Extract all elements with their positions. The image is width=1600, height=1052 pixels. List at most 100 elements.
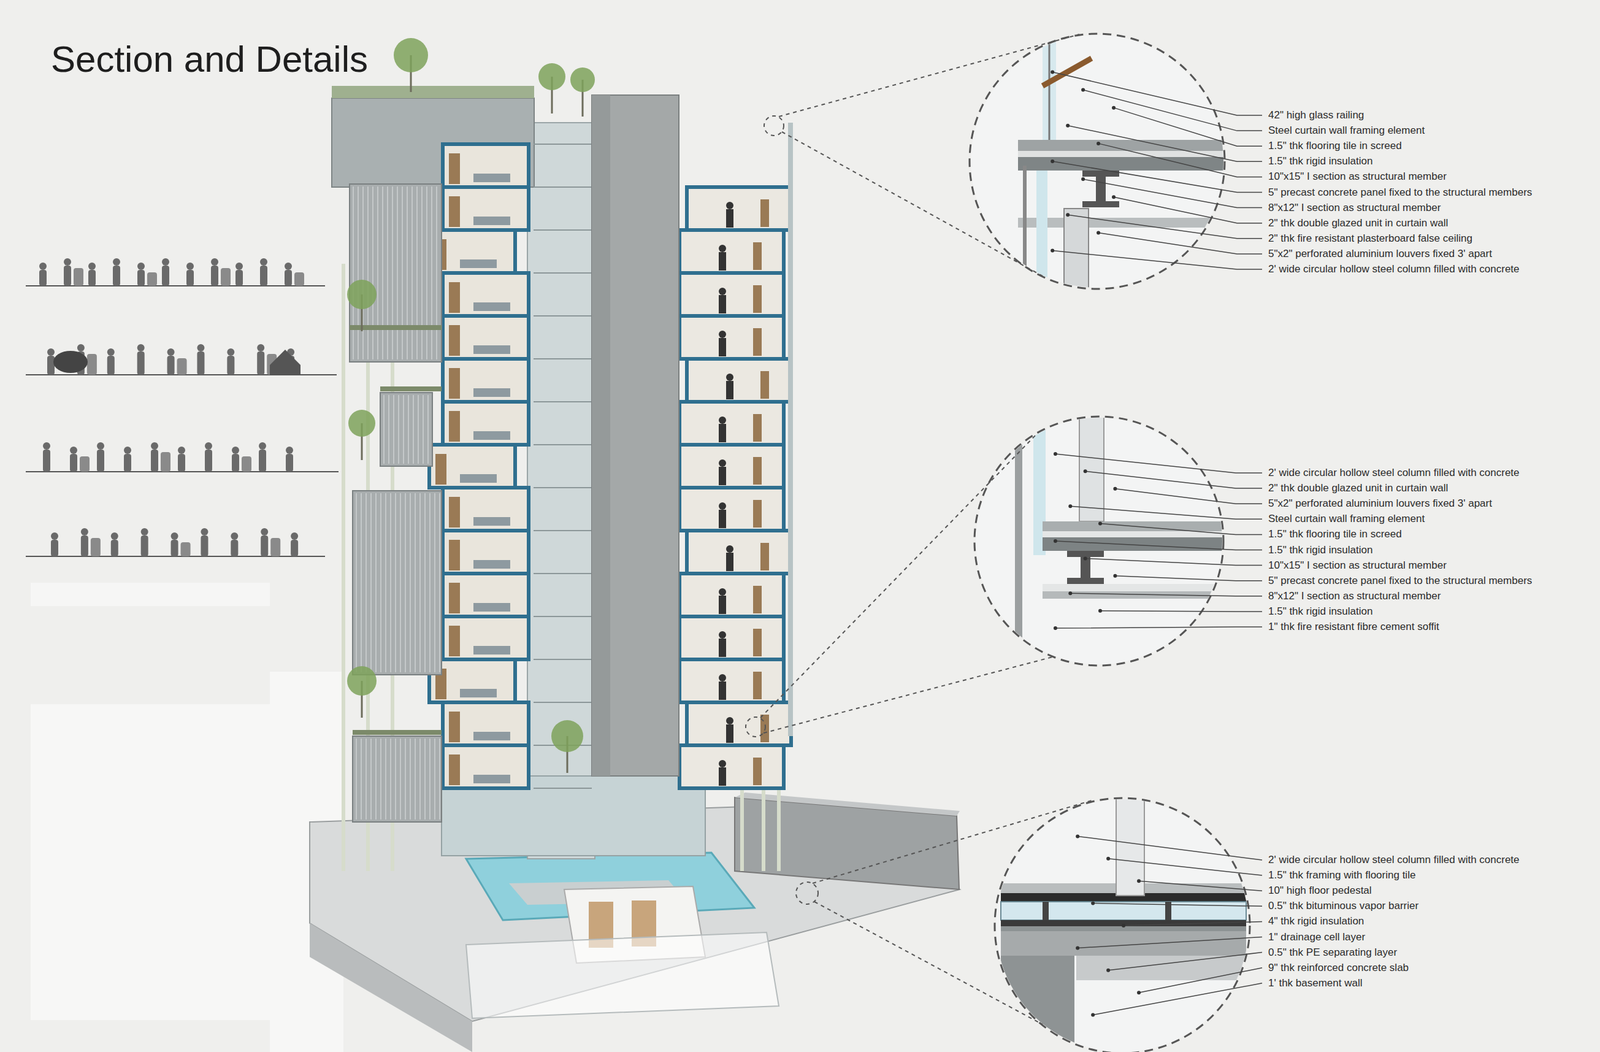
door: [760, 542, 770, 571]
callout-label: 1.5" thk rigid insulation: [1268, 155, 1373, 168]
door: [448, 196, 460, 227]
apartment-frame: [442, 702, 529, 746]
leader-dot: [1068, 504, 1072, 508]
person-body: [260, 535, 268, 557]
leader-line: [1100, 610, 1263, 612]
person-head: [171, 532, 179, 540]
door: [448, 496, 460, 528]
leader-line: [1052, 71, 1263, 116]
callout-label: 0.5" thk PE separating layer: [1268, 946, 1398, 959]
louver: [355, 738, 357, 820]
louver: [365, 493, 367, 673]
apartment-frame: [442, 530, 529, 574]
callout-label: 0.5" thk bituminous vapor barrier: [1268, 899, 1419, 912]
person-head: [137, 262, 145, 270]
louver: [360, 493, 362, 673]
louver: [416, 186, 418, 360]
apartment-frame: [686, 702, 792, 746]
door: [753, 285, 762, 313]
leader-dot: [1083, 469, 1088, 473]
callout-label: 42" high glass railing: [1268, 109, 1364, 122]
person: [718, 595, 727, 614]
apartment-frame: [442, 315, 529, 359]
person-head: [196, 344, 205, 352]
leader-dot: [1096, 141, 1101, 146]
door: [753, 328, 762, 356]
person-body: [123, 453, 132, 472]
floor-line: [533, 787, 592, 789]
louver: [434, 493, 436, 673]
door: [760, 371, 770, 399]
leader-dot: [1090, 1013, 1095, 1017]
apartment-frame: [442, 616, 529, 660]
leader-line: [1098, 232, 1263, 254]
louver: [419, 493, 421, 673]
terrace: [380, 386, 442, 392]
person-body: [107, 355, 115, 375]
person-head: [80, 528, 89, 536]
person-body: [285, 453, 294, 472]
person-body: [141, 535, 149, 557]
furniture: [473, 602, 511, 612]
leader-dot: [1111, 106, 1116, 110]
callout-label: 9" thk reinforced concrete slab: [1268, 961, 1409, 974]
louver: [385, 738, 387, 820]
person: [718, 294, 727, 314]
floor-line: [533, 272, 592, 274]
leader-dot: [1050, 69, 1055, 74]
person-body: [47, 355, 55, 375]
louver: [394, 738, 397, 820]
apartment-frame: [442, 187, 529, 230]
callout-label: 2" thk double glazed unit in curtain wal…: [1268, 217, 1448, 230]
leader-line: [1055, 626, 1263, 628]
louver: [370, 493, 372, 673]
detail-circle: [969, 33, 1225, 289]
person-body: [177, 358, 188, 375]
louver: [436, 186, 438, 360]
furniture: [473, 559, 511, 569]
leader-dot: [1081, 177, 1085, 181]
person-head: [63, 258, 72, 266]
louver: [407, 394, 410, 464]
floor-line: [533, 401, 592, 403]
door: [448, 410, 460, 442]
column: [341, 263, 346, 871]
louver: [372, 186, 374, 360]
furniture: [459, 474, 497, 483]
person-head: [204, 442, 213, 450]
door: [448, 153, 460, 184]
paper-patch: [30, 704, 270, 1020]
louver: [414, 493, 416, 673]
door: [753, 757, 762, 785]
floor-line: [533, 315, 592, 317]
leader-dot: [1065, 123, 1070, 128]
louver: [367, 186, 369, 360]
detail-pointers: [745, 34, 1092, 1025]
leader-dot: [1081, 88, 1085, 92]
roof-garden: [331, 85, 535, 99]
person-head: [42, 442, 51, 450]
glass-enclosure: [466, 932, 779, 1019]
callout-label: 10"x15" I section as structural member: [1268, 170, 1447, 183]
apartment-frame: [679, 487, 784, 531]
louver-block: [349, 183, 442, 362]
apartment-frame: [679, 745, 784, 789]
tree-crown: [551, 719, 584, 752]
leader-line: [1100, 523, 1263, 535]
person-body: [96, 449, 105, 472]
callout-label: 1' thk basement wall: [1268, 976, 1363, 990]
louver: [396, 186, 399, 360]
louver: [393, 394, 395, 464]
door: [760, 199, 770, 227]
apartment-frame: [442, 745, 529, 789]
door: [753, 456, 762, 485]
leader-dot: [1113, 574, 1117, 578]
person-head: [226, 348, 235, 356]
apartment-frame: [429, 444, 516, 488]
person-head: [123, 446, 132, 454]
louver: [419, 738, 421, 820]
person: [726, 380, 734, 400]
callout-label: 5" precast concrete panel fixed to the s…: [1268, 574, 1532, 587]
person-body: [63, 265, 72, 286]
person-body: [290, 539, 299, 557]
